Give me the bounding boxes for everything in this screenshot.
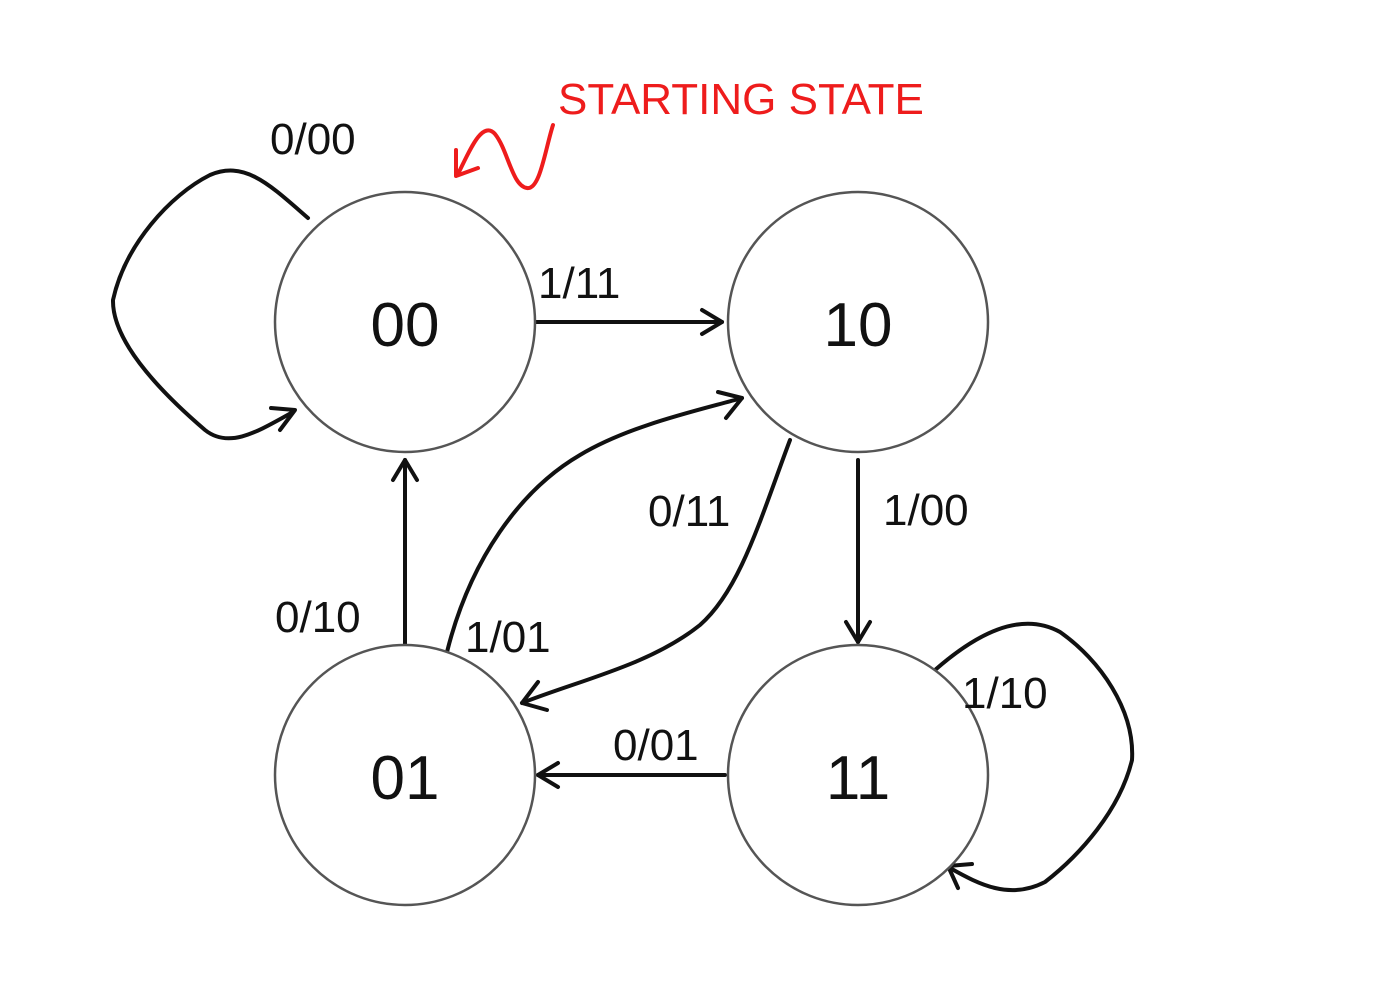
- state-10-label: 10: [824, 291, 893, 360]
- label-11-to-01: 0/01: [613, 721, 699, 770]
- label-00-to-00: 0/00: [270, 115, 356, 164]
- state-00-label: 00: [371, 291, 440, 360]
- starting-state-arrowhead: [454, 148, 480, 178]
- state-11: 11: [726, 643, 990, 907]
- states: 00 10 01 11: [273, 190, 990, 907]
- label-00-to-10: 1/11: [538, 259, 620, 308]
- arrowhead-01-to-10: [716, 390, 744, 420]
- state-01: 01: [273, 643, 537, 907]
- arrowhead-01-to-00: [391, 458, 419, 482]
- state-10: 10: [726, 190, 990, 454]
- state-00: 00: [273, 190, 537, 454]
- starting-state-label: STARTING STATE: [558, 75, 924, 124]
- label-10-to-11: 1/00: [883, 486, 969, 535]
- state-11-label: 11: [826, 744, 890, 813]
- label-11-to-11: 1/10: [962, 669, 1048, 718]
- arrowhead-10-to-11: [844, 620, 872, 644]
- starting-state-squiggle-arrow: [456, 123, 555, 190]
- label-01-to-00: 0/10: [275, 593, 361, 642]
- transitions: [110, 168, 1135, 893]
- edge-01-to-10: [445, 396, 744, 654]
- state-01-label: 01: [371, 744, 440, 813]
- label-10-to-01: 0/11: [648, 487, 730, 536]
- edge-10-to-01: [520, 438, 792, 705]
- arrowhead-11-to-01: [536, 761, 560, 789]
- transition-labels: 0/00 1/11 0/11 1/00 0/10 1/01 1/10 0/01: [270, 115, 1048, 770]
- label-01-to-10: 1/01: [465, 613, 551, 662]
- arrowhead-00-to-00: [269, 406, 297, 432]
- starting-state-annotation: STARTING STATE: [454, 75, 924, 190]
- edge-11-to-11: [933, 621, 1135, 893]
- edge-00-to-00: [110, 168, 310, 441]
- arrowhead-00-to-10: [700, 308, 724, 336]
- arrowhead-10-to-01: [520, 680, 549, 712]
